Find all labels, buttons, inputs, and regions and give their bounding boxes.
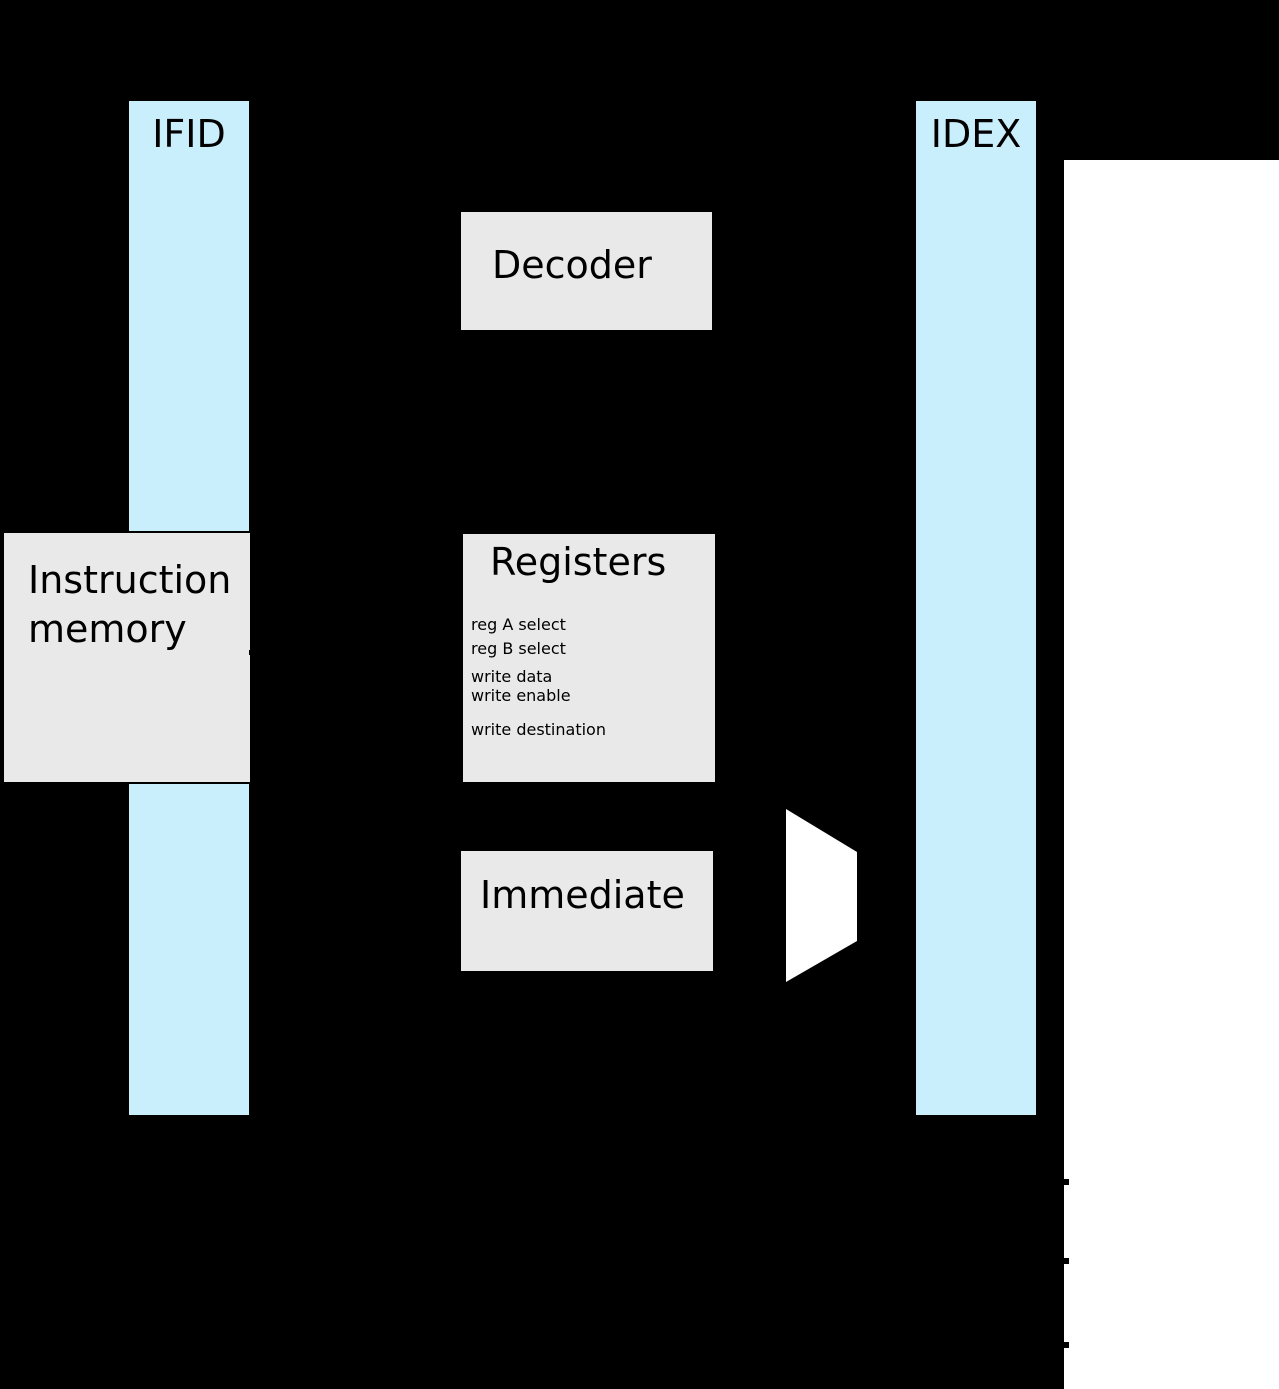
immediate-label: Immediate bbox=[480, 873, 685, 917]
wire-stub-idex-out-2 bbox=[1064, 1258, 1069, 1264]
wire-stub-idex-out-1 bbox=[1064, 1179, 1069, 1185]
uncovered-background-area bbox=[1064, 160, 1279, 1389]
idex-label: IDEX bbox=[930, 112, 1022, 156]
pipeline-register-idex: IDEX bbox=[914, 99, 1038, 1117]
instruction-memory-label: Instruction memory bbox=[28, 558, 232, 651]
immediate-block: Immediate bbox=[459, 849, 715, 973]
registers-label: Registers bbox=[490, 540, 667, 584]
registers-block: Registers reg A select reg B select writ… bbox=[461, 532, 717, 784]
instruction-memory-block: Instruction memory bbox=[2, 531, 252, 784]
decoder-block: Decoder bbox=[459, 210, 714, 332]
wire-stub-instruction-memory bbox=[249, 650, 258, 655]
registers-port-reg-b-select: reg B select bbox=[471, 639, 566, 658]
mux-shape bbox=[786, 809, 857, 982]
registers-port-write-enable: write enable bbox=[471, 686, 571, 705]
registers-port-write-destination: write destination bbox=[471, 720, 606, 739]
ifid-label: IFID bbox=[152, 112, 226, 156]
registers-port-reg-a-select: reg A select bbox=[471, 615, 566, 634]
registers-port-write-data: write data bbox=[471, 667, 553, 686]
wire-stub-idex-out-3 bbox=[1064, 1342, 1069, 1348]
decoder-label: Decoder bbox=[492, 243, 652, 287]
